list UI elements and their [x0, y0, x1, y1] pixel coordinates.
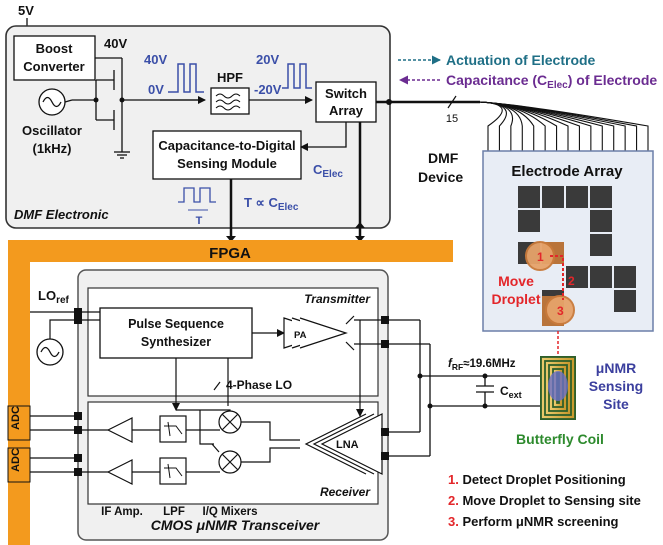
nmr-site-label-1: μNMR [596, 360, 636, 376]
celec-label: CElec [313, 162, 343, 180]
signal-40v-label: 40V [144, 52, 167, 67]
nmr-site-label-3: Site [603, 396, 629, 412]
lpf-label: LPF [163, 506, 185, 518]
supply-label: 5V [18, 3, 34, 18]
boost-output-label: 40V [104, 36, 127, 51]
step-3: 3. Perform μNMR screening [448, 514, 619, 529]
cdc-output-waveform [178, 187, 216, 203]
switch-array-label-2: Array [329, 103, 364, 118]
dmf-electronic-title: DMF Electronic [14, 207, 109, 222]
lna-label: LNA [336, 439, 359, 451]
transmitter-title: Transmitter [304, 292, 371, 306]
nmr-site-label-2: Sensing [589, 378, 643, 394]
cdc-label-1: Capacitance-to-Digital [158, 138, 295, 153]
oscillator-freq-label: (1kHz) [32, 141, 71, 156]
boost-label-1: Boost [36, 41, 74, 56]
fpga-label: FPGA [209, 245, 251, 262]
fanout-line [479, 101, 649, 151]
signal-20v-label: 20V [256, 52, 279, 67]
cmos-transceiver-title: CMOS μNMR Transceiver [151, 517, 321, 533]
pulse-synth-label-2: Synthesizer [141, 335, 211, 349]
lna-amplifier [304, 413, 383, 475]
legend-capacitance: Capacitance (CElec) of Electrode [446, 72, 657, 91]
adc-2-label: ADC [10, 448, 22, 472]
receiver-title: Receiver [320, 485, 371, 499]
four-phase-lo-label: 4-Phase LO [226, 378, 292, 392]
dmf-device-label-2: Device [418, 169, 463, 185]
switch-array-label-1: Switch [325, 86, 367, 101]
butterfly-coil-label: Butterfly Coil [516, 431, 604, 447]
if-amp-label: IF Amp. [101, 506, 143, 518]
marker-3: 3 [557, 304, 564, 318]
electrode-array-title: Electrode Array [511, 163, 623, 180]
cext-label: Cext [500, 384, 522, 400]
hpf-label: HPF [217, 70, 243, 85]
adc-1-label: ADC [10, 406, 22, 430]
cdc-label-2: Sensing Module [177, 156, 277, 171]
pa-label: PA [294, 330, 307, 341]
electrode-fanout [479, 101, 649, 151]
droplet-end [545, 295, 575, 325]
fanout-line [479, 101, 513, 151]
marker-1: 1 [537, 250, 544, 264]
oscillator-label: Oscillator [22, 123, 82, 138]
bus-width-label: 15 [446, 113, 458, 125]
move-droplet-label-2: Droplet [492, 291, 541, 307]
period-t-label: T [196, 215, 203, 227]
pa-amplifier [283, 317, 348, 349]
step-2: 2. Move Droplet to Sensing site [448, 493, 641, 508]
frf-label: fRF≈19.6MHz [448, 358, 516, 372]
pulse-synth-block [99, 307, 253, 359]
dmf-device-label-1: DMF [428, 150, 459, 166]
lpf-i [159, 415, 187, 443]
signal-0v-label: 0V [148, 82, 164, 97]
signal-neg20v-label: -20V [254, 82, 282, 97]
lpf-q [159, 457, 187, 485]
sample-droplet [548, 371, 568, 401]
fanout-line [479, 101, 638, 151]
droplet-start [525, 241, 555, 271]
boost-label-2: Converter [23, 59, 84, 74]
lo-ref-label: LOref [38, 288, 70, 306]
step-1: 1. Detect Droplet Positioning [448, 472, 626, 487]
cdc-block [152, 130, 302, 180]
t-proportional-label: T ∝ CElec [244, 195, 299, 213]
legend-actuation: Actuation of Electrode [446, 52, 596, 68]
marker-2: 2 [568, 274, 575, 288]
move-droplet-label-1: Move [498, 273, 534, 289]
pulse-synth-label-1: Pulse Sequence [128, 317, 224, 331]
pulse-waveform-40v [168, 63, 204, 93]
pulse-waveform-20v [282, 63, 312, 89]
boost-converter-block [13, 35, 96, 81]
iq-mixers-label: I/Q Mixers [203, 506, 258, 518]
